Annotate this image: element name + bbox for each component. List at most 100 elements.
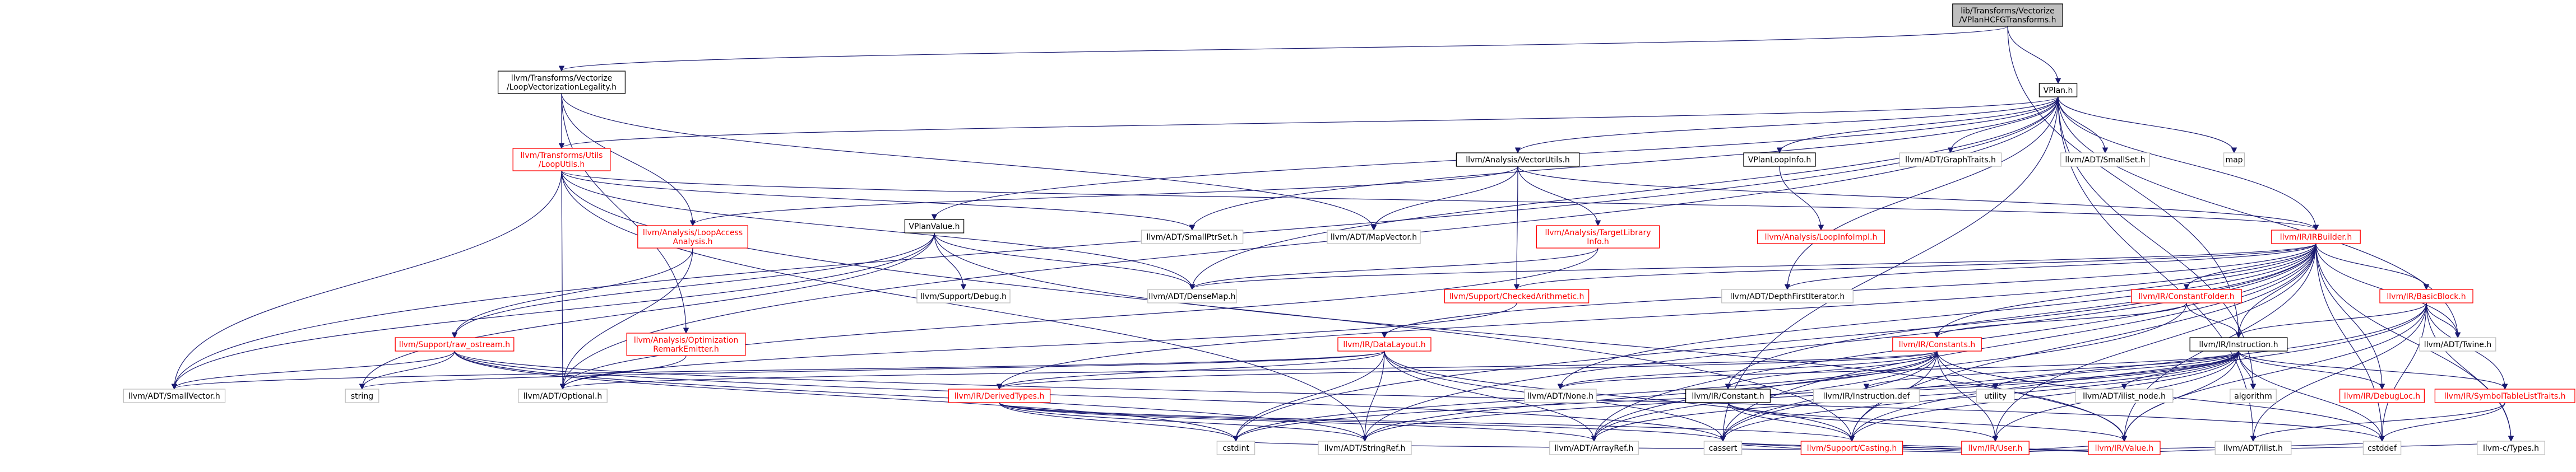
node-constant[interactable]: llvm/IR/Constant.h [1685, 389, 1771, 403]
node-vplanvalue[interactable]: VPlanValue.h [904, 219, 965, 233]
edge-constant-to-value [1727, 402, 2124, 441]
edge-irbuilder-to-cstddef [2315, 243, 2382, 441]
node-instruction[interactable]: llvm/IR/Instruction.h [2189, 337, 2288, 352]
node-none: llvm/ADT/None.h [1524, 389, 1597, 403]
node-label: llvm/Transforms/Vectorize [511, 74, 613, 83]
edge-layer [174, 26, 2511, 455]
edge-vecutils-to-irbuilder [1517, 166, 2316, 230]
node-label: llvm/IR/IRBuilder.h [2280, 233, 2352, 242]
edge-tutils-to-smallptrset [561, 170, 1192, 230]
node-label: llvm/IR/DataLayout.h [1343, 340, 1425, 349]
edge-vplan-to-irbuilder [2058, 96, 2316, 230]
node-densemap: llvm/ADT/DenseMap.h [1147, 289, 1237, 303]
node-vplan[interactable]: VPlan.h [2038, 83, 2078, 97]
edge-instruction-to-none [1560, 351, 2239, 389]
node-debugloc[interactable]: llvm/IR/DebugLoc.h [2339, 389, 2425, 403]
node-box [395, 337, 515, 352]
node-label: /LoopUtils.h [539, 160, 585, 169]
node-datalayout[interactable]: llvm/IR/DataLayout.h [1337, 337, 1431, 352]
node-box [2339, 389, 2425, 403]
node-basicblock[interactable]: llvm/IR/BasicBlock.h [2379, 289, 2473, 303]
node-box [1141, 230, 1244, 244]
node-box [1524, 389, 1597, 403]
node-lvl[interactable]: llvm/Transforms/Vectorize/LoopVectorizat… [497, 71, 626, 94]
edge-vecutils-to-loopaccess [693, 166, 1518, 225]
node-box [1685, 389, 1771, 403]
edge-vplan-to-smallptrset [1192, 96, 2059, 230]
node-vplanloop[interactable]: VPlanLoopInfo.h [1743, 152, 1816, 167]
node-tutils[interactable]: llvm/Transforms/Utils/LoopUtils.h [512, 148, 611, 171]
edge-loopaccess-to-rawostream [455, 247, 693, 337]
node-label: cassert [1709, 444, 1738, 453]
node-constants[interactable]: llvm/IR/Constants.h [1892, 337, 1982, 352]
node-rawostream[interactable]: llvm/Support/raw_ostream.h [395, 337, 515, 352]
edge-constants-to-constant [1728, 351, 1938, 389]
node-derivedtypes[interactable]: llvm/IR/DerivedTypes.h [948, 389, 1051, 403]
node-label: llvm/ADT/ArrayRef.h [1555, 444, 1634, 453]
edge-constfolder-to-arrayref [1594, 302, 2187, 441]
node-label: llvm/IR/DebugLoc.h [2344, 392, 2420, 401]
node-loopinfoimpl[interactable]: llvm/Analysis/LoopInfoImpl.h [1757, 230, 1885, 244]
edge-tutils-to-irbuilder [561, 170, 2316, 230]
node-label: utility [1984, 392, 2007, 401]
node-box [1961, 441, 2030, 455]
node-box [1456, 152, 1580, 167]
node-optremark[interactable]: llvm/Analysis/OptimizationRemarkEmitter.… [626, 333, 746, 356]
node-label: llvm/Analysis/Optimization [634, 336, 738, 345]
edge-irbuilder-to-casting [1852, 243, 2316, 441]
edge-vplanloop-to-loopinfoimpl [1779, 166, 1821, 230]
node-label: llvm/Analysis/TargetLibrary [1545, 228, 1651, 237]
edge-constant-to-casting [1727, 402, 1852, 441]
node-label: llvm/ADT/DepthFirstIterator.h [1730, 292, 1845, 301]
node-box [1147, 289, 1237, 303]
node-root[interactable]: lib/Transforms/Vectorize/VPlanHCFGTransf… [1952, 3, 2063, 27]
edge-root-to-instruction [2007, 26, 2239, 337]
node-label: llvm/ADT/ilist_node.h [2083, 392, 2166, 401]
node-box [2434, 389, 2575, 403]
edge-constants-to-value [1936, 351, 2124, 441]
edge-instruction-to-algorithm [2238, 351, 2253, 389]
node-box [1800, 441, 1903, 455]
node-box [2477, 441, 2545, 455]
edge-tutils-to-densemap [561, 170, 1192, 289]
node-debug: llvm/Support/Debug.h [916, 289, 1011, 303]
edge-rawostream-to-string [362, 351, 455, 389]
node-user[interactable]: llvm/IR/User.h [1961, 441, 2030, 455]
edge-irbuilder-to-instruction [2239, 243, 2316, 337]
edge-constants-to-stringref [1365, 351, 1938, 441]
node-label: llvm/ADT/SmallSet.h [2065, 156, 2145, 165]
node-box [518, 389, 608, 403]
node-irbuilder[interactable]: llvm/IR/IRBuilder.h [2271, 230, 2361, 244]
node-symtab[interactable]: llvm/IR/SymbolTableListTraits.h [2434, 389, 2575, 403]
edge-datalayout-to-derivedtypes [999, 351, 1385, 389]
edge-vplanvalue-to-rawostream [455, 232, 935, 337]
edge-tutils-to-stringref [561, 170, 1365, 441]
node-vecutils[interactable]: llvm/Analysis/VectorUtils.h [1456, 152, 1580, 167]
node-box [2362, 441, 2402, 455]
node-label: VPlan.h [2044, 86, 2073, 95]
node-box [2131, 289, 2242, 303]
node-label: algorithm [2234, 392, 2272, 401]
node-box [1743, 152, 1816, 167]
node-cstdint: cstdint [1216, 441, 1255, 455]
node-constfolder[interactable]: llvm/IR/ConstantFolder.h [2131, 289, 2242, 303]
edge-basicblock-to-cassert [1723, 302, 2427, 441]
node-ilist: llvm/ADT/ilist.h [2214, 441, 2292, 455]
edge-basicblock-to-casting [1852, 302, 2427, 441]
edge-constants-to-user [1936, 351, 1995, 441]
node-casting[interactable]: llvm/Support/Casting.h [1800, 441, 1903, 455]
node-box [2230, 389, 2277, 403]
node-checkedarith[interactable]: llvm/Support/CheckedArithmetic.h [1444, 289, 1590, 303]
node-value[interactable]: llvm/IR/Value.h [2088, 441, 2161, 455]
edge-irbuilder-to-none [1560, 243, 2316, 389]
node-smallptrset: llvm/ADT/SmallPtrSet.h [1141, 230, 1244, 244]
node-box [1976, 389, 2015, 403]
edge-derivedtypes-to-cassert [999, 402, 1723, 441]
node-label: llvm/ADT/Optional.h [523, 392, 603, 401]
edge-rawostream-to-cstdint [454, 351, 1236, 441]
node-box [2214, 441, 2292, 455]
edge-instruction-to-instdef [1866, 351, 2239, 389]
node-label: llvm/Support/CheckedArithmetic.h [1449, 292, 1584, 301]
